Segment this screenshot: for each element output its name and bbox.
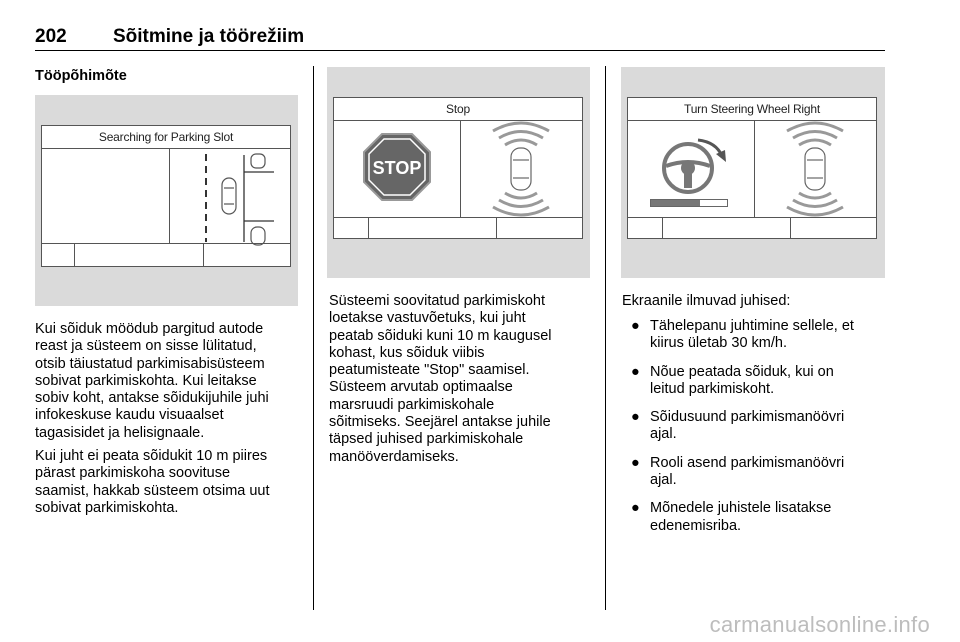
text-line: edenemisriba. [650,517,742,534]
screen-divider [662,217,663,239]
screen-divider [754,120,755,217]
display-screen: Turn Steering Wheel Right [627,97,877,239]
paragraph: Kui sõiduk möödub pargitud autode reast … [35,321,269,442]
text-line: Mõnedele juhistele lisatakse [650,500,832,517]
text-line: Süsteemi soovitatud parkimiskoht [329,293,545,309]
screen-divider [628,217,876,218]
text-line: pärast parkimiskoha soovituse [35,465,231,482]
text-line: infokeskuse kaudu visuaalset [35,407,224,424]
screen-divider [42,243,290,244]
text-line: loetakse vastuvõetuks, kui juht [329,310,526,327]
section-title: Tööpõhimõte [35,68,127,84]
screen-divider [169,148,170,243]
stop-sign-text: STOP [373,158,422,178]
text-line: sõitmiseks. Seejärel antakse juhile [329,414,551,431]
text-line: sobiv koht, antakse sõidukijuhile juhi [35,390,269,407]
text-line: Kui juht ei peata sõidukit 10 m piires [35,448,268,464]
column-divider [605,66,606,610]
text-line: peatumisteate "Stop" saamisel. [329,362,530,379]
figure-searching-parking-slot: Searching for Parking Slot [35,95,298,306]
screen-divider [790,217,791,239]
parking-scene-icon [205,153,274,246]
screen-title: Stop [334,98,582,121]
text-line: Kui sõiduk möödub pargitud autode [35,321,264,337]
chapter-title: Sõitmine ja töörežiim [113,26,305,47]
text-line: Tähelepanu juhtimine sellele, et [650,318,854,334]
header-rule [35,50,885,51]
text-line: ajal. [650,472,677,489]
screen-title: Turn Steering Wheel Right [628,98,876,121]
text-line: sobivat parkimiskohta. [35,499,179,516]
text-line: tagasisidet ja helisignaale. [35,424,205,441]
screen-divider [203,243,204,267]
bullet-icon: ● [631,454,640,471]
screen-divider [460,120,461,217]
bullet-icon: ● [631,363,640,380]
figure-turn-steering-wheel: Turn Steering Wheel Right [621,67,885,278]
screen-divider [74,243,75,267]
screen-divider [334,217,582,218]
display-screen: Stop STOP [333,97,583,239]
text-line: Sõidusuund parkimismanöövri [650,409,845,426]
text-line: kiirus ületab 30 km/h. [650,335,788,352]
bullet-icon: ● [631,409,640,426]
text-line: saamist, hakkab süsteem otsima uut [35,482,270,499]
parking-sensor-icon [786,121,844,217]
text-line: täpsed juhised parkimiskohale [329,431,524,448]
page-header: 202 Sõitmine ja töörežiim [35,20,885,52]
text-line: kohast, kus sõiduk viibis [329,344,485,361]
progress-bar-fill [651,200,701,206]
parking-sensor-icon [492,121,550,217]
text-line: Süsteem arvutab optimaalse [329,379,513,396]
screen-divider [368,217,369,239]
text-line: otsib täiustatud parkimisabisüsteem [35,355,265,372]
stop-sign-icon: STOP [363,133,431,201]
screen-divider [496,217,497,239]
bullet-icon: ● [631,318,640,334]
progress-bar [650,199,728,207]
text-line: peatab sõiduki kuni 10 m kaugusel [329,327,552,344]
display-screen: Searching for Parking Slot [41,125,291,267]
column-divider [313,66,314,610]
text-line: manööverdamiseks. [329,448,459,465]
list-intro: Ekraanile ilmuvad juhised: [622,293,791,309]
text-line: sobivat parkimiskohta. Kui leitakse [35,372,257,389]
steering-wheel-icon [662,138,726,194]
text-line: Nõue peatada sõiduk, kui on [650,363,834,380]
text-line: Rooli asend parkimismanöövri [650,454,845,471]
text-line: reast ja süsteem on sisse lülitatud, [35,338,257,355]
text-line: leitud parkimiskoht. [650,380,775,397]
bullet-icon: ● [631,500,640,517]
text-line: marsruudi parkimiskohale [329,396,495,413]
text-line: ajal. [650,426,677,443]
paragraph: Süsteemi soovitatud parkimiskoht loetaks… [329,293,551,466]
paragraph: Kui juht ei peata sõidukit 10 m piires p… [35,448,270,517]
watermark[interactable]: carmanualsonline.info [709,612,930,637]
page-number: 202 [35,26,67,47]
screen-title: Searching for Parking Slot [42,126,290,149]
figure-stop: Stop STOP [327,67,590,278]
